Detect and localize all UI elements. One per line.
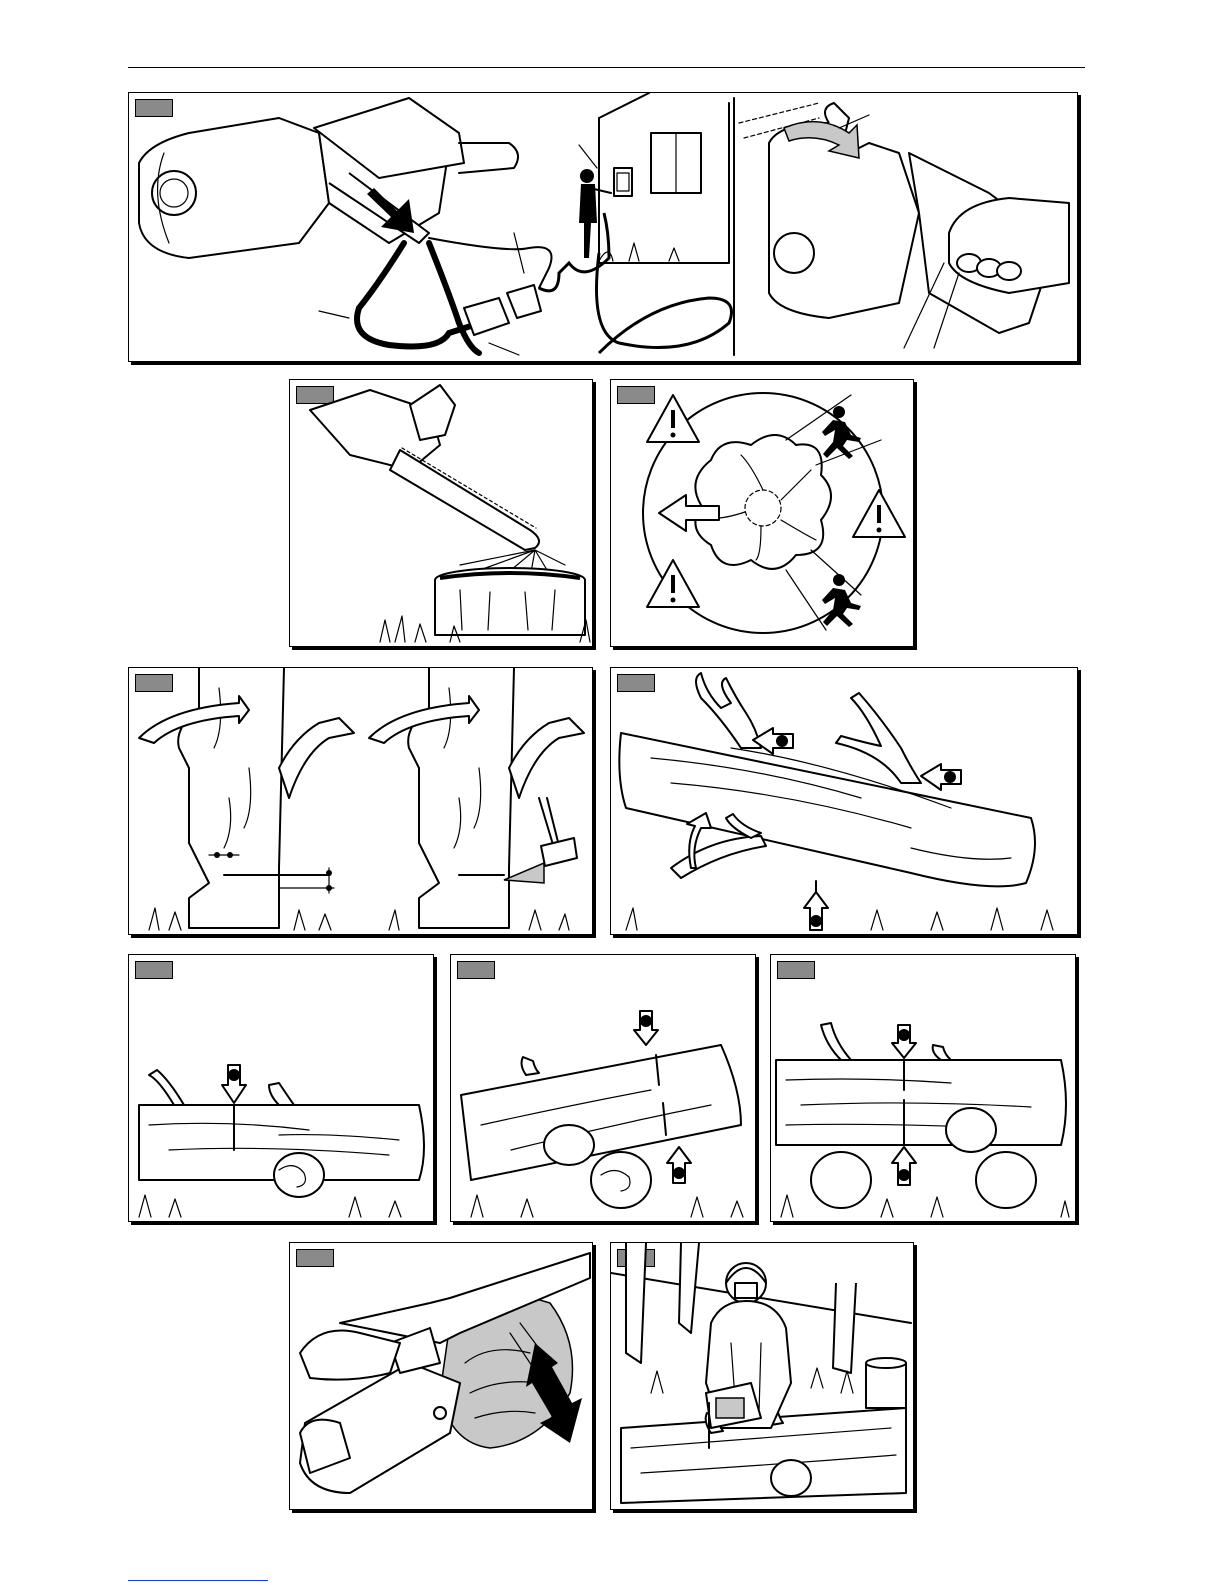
panel-chain-oil-check (289, 379, 593, 647)
tree-stump-icon (435, 568, 585, 635)
hammer-icon (539, 798, 577, 866)
grass-icon (139, 1195, 401, 1217)
numbered-arrow-1-icon (753, 728, 793, 754)
running-person-icon (822, 406, 861, 459)
grass-icon (626, 908, 1053, 930)
numbered-arrow-2-icon (634, 1011, 658, 1045)
numbered-arrow-1-icon (667, 1147, 691, 1183)
extension-cord-icon (539, 213, 732, 353)
panel-cross-cut-supported-both (770, 954, 1076, 1222)
panel-felling-cuts (128, 667, 593, 935)
plug-connector-icon (464, 233, 541, 355)
panel-operator-working (610, 1242, 914, 1510)
warning-triangle-icon (647, 395, 699, 442)
panel-cutting-motion (289, 1242, 593, 1510)
house-icon (599, 93, 729, 263)
numbered-arrow-1-icon (921, 764, 961, 790)
person-at-outlet-icon (579, 145, 611, 258)
log-icon (139, 1070, 424, 1197)
numbered-arrow-2-icon (804, 881, 828, 930)
panel-cross-cut-supported-end (450, 954, 756, 1222)
numbered-arrow-2-icon (892, 1147, 916, 1185)
tree-top-view-icon (695, 435, 831, 569)
saw-motor-icon (139, 98, 518, 258)
header-rule (128, 67, 1085, 68)
log-icon (776, 1023, 1066, 1208)
warning-triangle-icon (853, 490, 905, 537)
panel-connect-power (128, 92, 1078, 362)
numbered-arrow-1-icon (222, 1065, 246, 1103)
running-person-icon (822, 574, 861, 627)
panel-limbing (610, 667, 1078, 935)
panel-cross-cut-ground (128, 954, 434, 1222)
numbered-arrow-1-icon (892, 1025, 916, 1058)
chainsaw-bar-icon (310, 385, 539, 550)
log-icon (461, 1045, 741, 1208)
panel-escape-routes (610, 379, 914, 647)
footer-link-rule (128, 1580, 268, 1581)
